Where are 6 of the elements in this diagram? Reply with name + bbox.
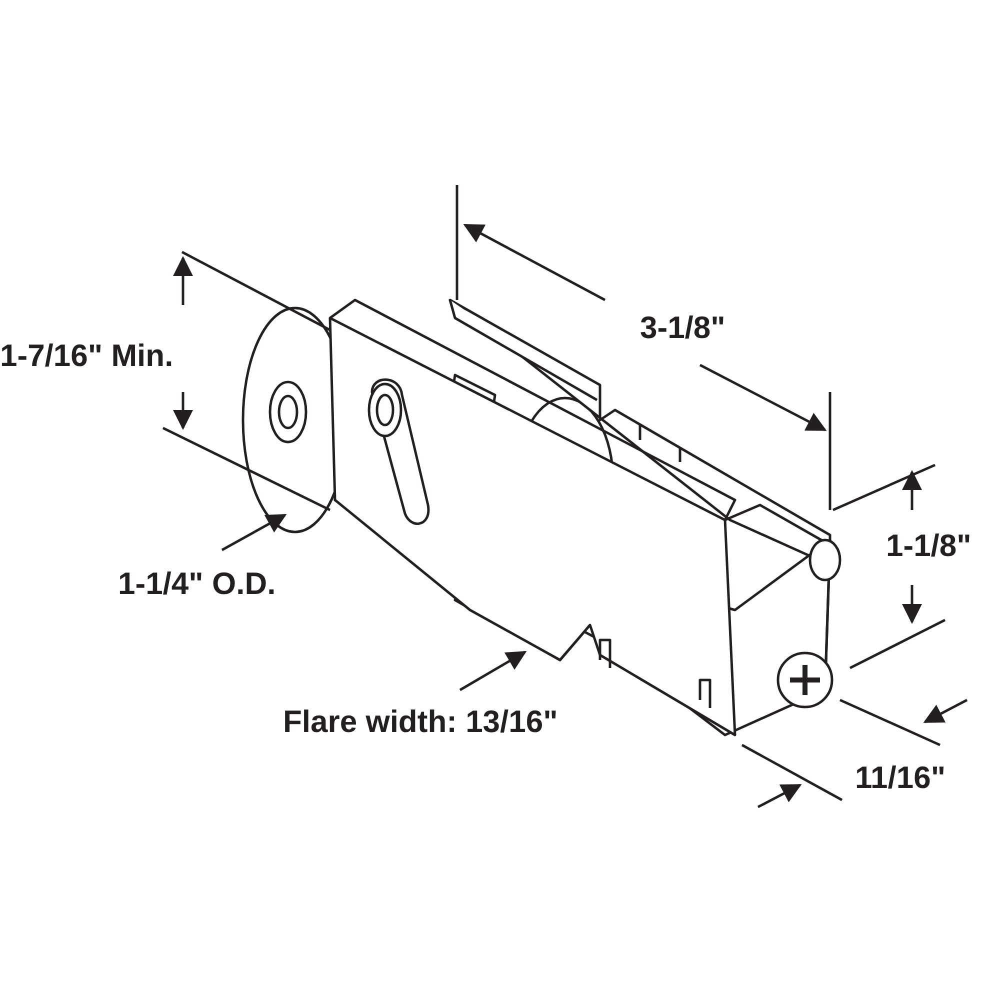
dimension-label: Flare width: 13/16" <box>283 706 558 737</box>
dimension-label: 11/16" <box>855 762 946 793</box>
dimension-label: 3-1/8" <box>640 312 726 343</box>
dimension-label: 1-1/4" O.D. <box>118 568 276 599</box>
dimension-label: 1-7/16" Min. <box>0 340 174 371</box>
dimension-label: 1-1/8" <box>886 530 972 561</box>
